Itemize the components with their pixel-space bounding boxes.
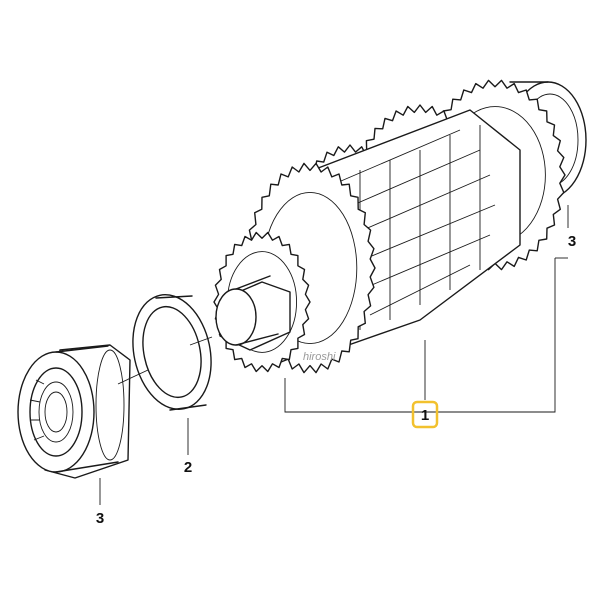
watermark-text: hiroshi xyxy=(303,351,336,363)
axis-lines xyxy=(117,336,213,385)
callout-3-left-label: 3 xyxy=(96,510,104,527)
callout-2-label: 2 xyxy=(184,459,192,476)
thrust-washer xyxy=(132,294,212,411)
callout-3-right-label: 3 xyxy=(568,233,576,250)
gear-cluster-shaft xyxy=(213,79,587,374)
callout-1-label: 1 xyxy=(421,407,429,424)
callout-1-highlight-box xyxy=(411,400,439,429)
roller-bearing xyxy=(17,344,131,479)
leader-lines xyxy=(99,205,569,505)
shaft-front-stub xyxy=(215,275,291,351)
